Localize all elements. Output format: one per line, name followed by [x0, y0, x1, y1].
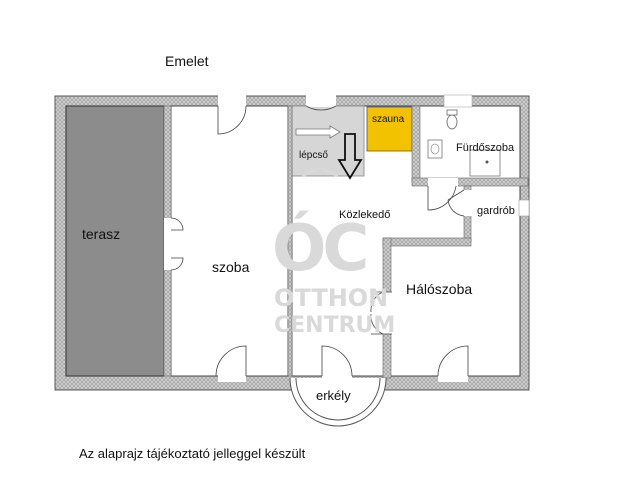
svg-text:OTTHON: OTTHON: [274, 284, 388, 312]
terrace-room: [65, 105, 165, 377]
door-bath-window: [443, 94, 473, 108]
door-bedroom-bottom: [437, 345, 469, 382]
label-haloszoba: Hálószoba: [406, 281, 472, 297]
window-gardrob: [518, 199, 530, 217]
floor-title: Emelet: [165, 53, 209, 69]
wall-szoba-right: [287, 105, 293, 377]
label-szoba: szoba: [212, 259, 250, 275]
door-bathroom: [427, 178, 458, 211]
shower-tray-icon: [469, 149, 501, 177]
watermark-logo: ÓC OTTHON CENTRUM: [272, 166, 395, 338]
door-szoba-top: [217, 95, 247, 135]
label-lepcso: lépcső: [299, 150, 328, 161]
label-szauna: szauna: [372, 114, 405, 125]
toilet-icon: [446, 109, 458, 130]
stair-arrow-right-icon: [295, 125, 341, 139]
wall-bath-left: [411, 105, 421, 183]
label-terasz: terasz: [82, 226, 120, 242]
stair-arrow-down-icon: [337, 133, 363, 180]
balcony: [289, 377, 387, 427]
door-hall-top: [305, 95, 337, 111]
disclaimer-text: Az alaprajz tájékoztató jelleggel készül…: [79, 446, 306, 461]
sink-icon: [427, 139, 443, 159]
label-erkely: erkély: [316, 388, 351, 403]
wall-hall-bottom: [382, 237, 472, 247]
door-terrace: [164, 217, 184, 271]
label-gardrob: gardrób: [477, 205, 515, 217]
door-szoba-bottom: [215, 345, 247, 382]
label-kozlekedo: Közlekedő: [339, 209, 390, 221]
stair-area: [291, 105, 365, 177]
svg-text:ÓC: ÓC: [272, 210, 365, 286]
label-furdoszoba: Fürdőszoba: [456, 142, 515, 154]
door-gardrob: [447, 189, 472, 217]
szoba-room: [170, 105, 289, 377]
svg-text:CENTRUM: CENTRUM: [274, 313, 395, 338]
door-bedroom: [370, 291, 392, 335]
